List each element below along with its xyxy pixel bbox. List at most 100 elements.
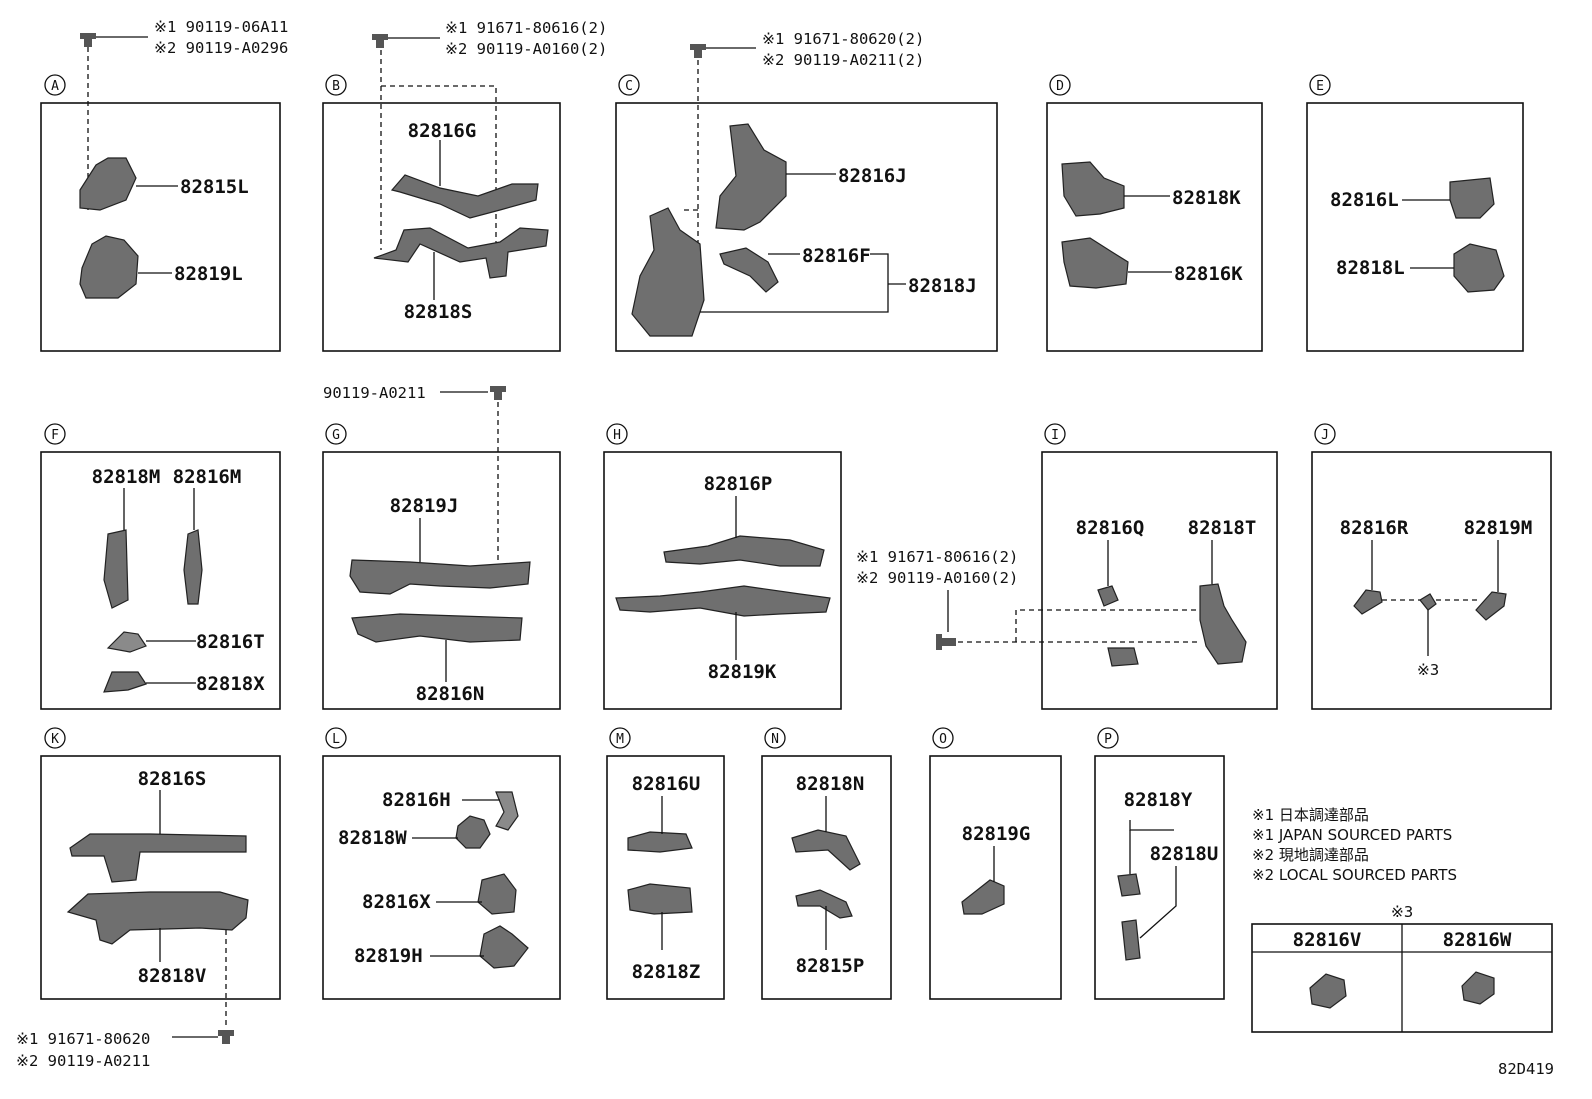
part-number[interactable]: 82818Y <box>1124 789 1193 811</box>
section-f: F 82818M 82816M 82816T 82818X <box>40 423 281 710</box>
part-number[interactable]: 82816U <box>632 773 701 795</box>
section-a: A ※1 90119-06A11 ※2 90119-A0296 82815L 8… <box>40 18 288 352</box>
part-number[interactable]: 82816S <box>138 768 207 790</box>
bolt-part-number[interactable]: ※2 90119-A0296 <box>154 39 288 57</box>
clip-part-icon <box>1121 919 1141 961</box>
part-number[interactable]: 82819J <box>390 495 459 517</box>
part-number[interactable]: 82816N <box>416 683 485 705</box>
part-number[interactable]: 82816W <box>1443 929 1512 951</box>
part-number[interactable]: 82816T <box>196 631 265 653</box>
bolt-part-number[interactable]: ※1 91671-80616(2) <box>445 19 607 37</box>
section-letter: M <box>616 732 624 747</box>
note3-label: ※3 <box>1391 903 1413 921</box>
part-number[interactable]: 82818K <box>1172 187 1241 209</box>
note-marker[interactable]: ※3 <box>1417 661 1439 679</box>
part-number[interactable]: 82818Z <box>632 961 701 983</box>
bracket-part-icon <box>627 831 693 853</box>
bracket-part-icon <box>1199 583 1247 665</box>
section-k: K 82816S 82818V ※1 91671-80620 ※2 90119-… <box>16 727 281 1070</box>
section-box <box>40 451 281 710</box>
legend-line: ※2 LOCAL SOURCED PARTS <box>1252 866 1457 884</box>
part-number[interactable]: 82818V <box>138 965 207 987</box>
legend-line: ※2 現地調達部品 <box>1252 846 1369 864</box>
part-number[interactable]: 82816H <box>382 789 451 811</box>
part-number[interactable]: 82818N <box>796 773 865 795</box>
bolt-part-number[interactable]: ※2 90119-A0160(2) <box>856 569 1018 587</box>
part-number[interactable]: 82816R <box>1340 517 1409 539</box>
bolt-icon[interactable] <box>372 34 388 48</box>
bolt-part-number[interactable]: ※2 90119-A0211(2) <box>762 51 924 69</box>
part-number[interactable]: 82816G <box>408 120 477 142</box>
section-h: H 82816P 82819K <box>603 423 842 710</box>
clip-part-icon <box>1475 591 1507 621</box>
bolt-icon[interactable] <box>80 33 96 47</box>
part-number[interactable]: 82816P <box>704 473 773 495</box>
part-number[interactable]: 82815L <box>180 176 249 198</box>
clip-part-icon <box>1107 647 1139 667</box>
section-g: G 90119-A0211 82819J 82816N <box>322 384 561 710</box>
clip-part-icon <box>455 815 491 849</box>
clip-part-icon <box>495 791 519 831</box>
bolt-part-number[interactable]: ※2 90119-A0211 <box>16 1052 150 1070</box>
bolt-part-number[interactable]: ※1 90119-06A11 <box>154 18 288 36</box>
part-number[interactable]: 82819M <box>1464 517 1533 539</box>
legend: ※1 日本調達部品 ※1 JAPAN SOURCED PARTS ※2 現地調達… <box>1252 806 1457 884</box>
bolt-icon[interactable] <box>490 386 506 400</box>
part-number[interactable]: 82816K <box>1174 263 1243 285</box>
section-letter: C <box>625 79 633 94</box>
bolt-part-number[interactable]: ※1 91671-80620 <box>16 1030 150 1048</box>
bracket-part-icon <box>631 207 705 337</box>
section-box <box>1311 451 1552 710</box>
part-number[interactable]: 82819K <box>708 661 777 683</box>
clip-part-icon <box>1117 873 1141 897</box>
clip-part-icon <box>1419 593 1437 611</box>
bolt-icon[interactable] <box>690 44 706 58</box>
part-number[interactable]: 82815P <box>796 955 865 977</box>
bracket-part-icon <box>1061 237 1129 289</box>
part-number[interactable]: 82816L <box>1330 189 1399 211</box>
bolt-part-number[interactable]: ※1 91671-80616(2) <box>856 548 1018 566</box>
bolt-icon[interactable] <box>936 634 956 650</box>
part-number[interactable]: 82818J <box>908 275 977 297</box>
part-number[interactable]: 82819H <box>354 945 423 967</box>
part-number[interactable]: 82819L <box>174 263 243 285</box>
bracket-part-icon <box>715 123 787 231</box>
bracket-part-icon <box>79 235 139 299</box>
part-number[interactable]: 82818W <box>338 827 407 849</box>
bolt-part-number[interactable]: 90119-A0211 <box>323 384 426 402</box>
bolt-icon[interactable] <box>218 1030 234 1044</box>
part-number[interactable]: 82816J <box>838 165 907 187</box>
part-number[interactable]: 82816F <box>802 245 871 267</box>
section-letter: O <box>939 732 947 747</box>
bracket-part-icon <box>390 174 539 219</box>
bolt-part-number[interactable]: ※2 90119-A0160(2) <box>445 40 607 58</box>
bracket-part-icon <box>79 157 137 211</box>
part-number[interactable]: 82818M <box>92 466 161 488</box>
section-box <box>40 755 281 1000</box>
diagram-code: 82D419 <box>1498 1060 1554 1078</box>
part-number[interactable]: 82818S <box>404 301 473 323</box>
bracket-part-icon <box>1449 177 1495 219</box>
part-number[interactable]: 82818T <box>1188 517 1257 539</box>
section-letter: P <box>1104 732 1112 747</box>
bracket-part-icon <box>373 227 549 279</box>
section-p: P 82818Y 82818U <box>1094 727 1225 1000</box>
part-number[interactable]: 82818U <box>1150 843 1219 865</box>
part-number[interactable]: 82819G <box>962 823 1031 845</box>
section-box <box>1306 102 1524 352</box>
section-letter: B <box>332 79 340 94</box>
part-number[interactable]: 82816V <box>1293 929 1362 951</box>
part-number[interactable]: 82816M <box>173 466 242 488</box>
section-letter: N <box>771 732 779 747</box>
part-number[interactable]: 82818X <box>196 673 265 695</box>
part-number[interactable]: 82816X <box>362 891 431 913</box>
section-letter: F <box>51 428 59 443</box>
part-number[interactable]: 82816Q <box>1076 517 1145 539</box>
bolt-part-number[interactable]: ※1 91671-80620(2) <box>762 30 924 48</box>
bracket-part-icon <box>69 833 247 883</box>
section-n: N 82818N 82815P <box>761 727 892 1000</box>
section-m: M 82816U 82818Z <box>606 727 725 1000</box>
section-o: O 82819G <box>929 727 1062 1000</box>
section-e: E 82816L 82818L <box>1306 74 1524 352</box>
part-number[interactable]: 82818L <box>1336 257 1405 279</box>
